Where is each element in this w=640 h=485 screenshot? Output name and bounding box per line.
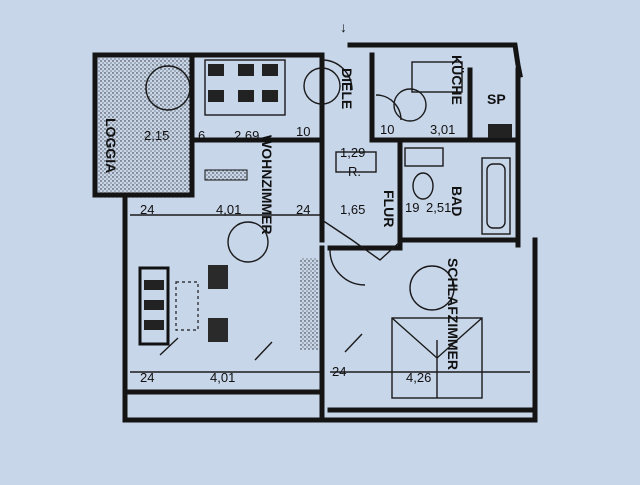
dim-col-10-a: 10 [296, 124, 310, 139]
loggia-wall [92, 52, 195, 198]
dim-flur: 1,65 [340, 202, 365, 217]
wall-band-hatch [300, 258, 318, 350]
stove-icon [411, 61, 463, 93]
chair-icon [208, 318, 228, 342]
room-label-diele: DIELE [339, 68, 355, 109]
room-label-flur: FLUR [381, 190, 397, 227]
dim-wall-24-c: 24 [140, 370, 154, 385]
window-pane-icon [238, 90, 254, 102]
bathtub-basin-icon [486, 163, 506, 229]
window-frame [204, 59, 286, 116]
dim-kueche: 3,01 [430, 122, 455, 137]
chair-icon [208, 265, 228, 289]
sofa-cushion-icon [144, 280, 164, 290]
room-mark-r: R. [348, 164, 361, 179]
room-label-kueche: KÜCHE [449, 55, 465, 105]
dim-col-6: 6 [198, 128, 205, 143]
dim-wohn-top: 4,01 [216, 202, 241, 217]
bedroom-lamp-circle [409, 265, 455, 311]
kitchen-unit-icon [488, 124, 512, 138]
loggia-hatch [98, 58, 192, 198]
check-mark [159, 337, 179, 356]
window-pane-icon [208, 90, 224, 102]
dim-wall-24-d: 24 [332, 364, 346, 379]
toilet-icon [412, 172, 434, 200]
dim-wall-24-b: 24 [296, 202, 310, 217]
dim-loggia: 2,15 [144, 128, 169, 143]
room-label-sp: SP [487, 91, 506, 107]
radiator-icon [204, 169, 248, 181]
living-lamp-circle [227, 221, 269, 263]
table-icon [175, 281, 199, 331]
sofa-cushion-icon [144, 300, 164, 310]
diele-lamp-circle [303, 67, 341, 105]
window-pane-icon [262, 90, 278, 102]
door-swing-bedroom [329, 249, 366, 286]
sofa-cushion-icon [144, 320, 164, 330]
check-mark [344, 333, 363, 353]
dim-window: 2,69 [234, 128, 259, 143]
window-pane-icon [262, 64, 278, 76]
dim-schlaf: 4,26 [406, 370, 431, 385]
door-swing-diele [321, 59, 353, 91]
dim-col-19: 19 [405, 200, 419, 215]
room-label-schlafzimmer: SCHLAFZIMMER [445, 258, 461, 370]
left-wall [122, 192, 323, 423]
sofa-icon [138, 266, 170, 346]
dim-flur-upper: 1,29 [340, 145, 365, 160]
bottom-right-wall [317, 237, 538, 423]
sink-icon [404, 147, 444, 167]
entrance-arrow-icon: ↓ [340, 19, 347, 35]
dim-bad: 2,51 [426, 200, 451, 215]
dim-wall-24-a: 24 [140, 202, 154, 217]
dim-col-10-b: 10 [380, 122, 394, 137]
dim-wohn-bottom: 4,01 [210, 370, 235, 385]
window-pane-icon [208, 64, 224, 76]
room-label-wohnzimmer: WOHNZIMMER [259, 135, 275, 235]
check-mark [254, 341, 273, 361]
room-label-loggia: LOGGIA [103, 118, 119, 173]
window-pane-icon [238, 64, 254, 76]
kitchen-lamp-circle [393, 88, 427, 122]
wardrobe-icon [335, 151, 377, 173]
room-label-bad: BAD [449, 186, 465, 216]
bathtub-icon [481, 157, 511, 235]
door-swing-flur [321, 219, 403, 261]
